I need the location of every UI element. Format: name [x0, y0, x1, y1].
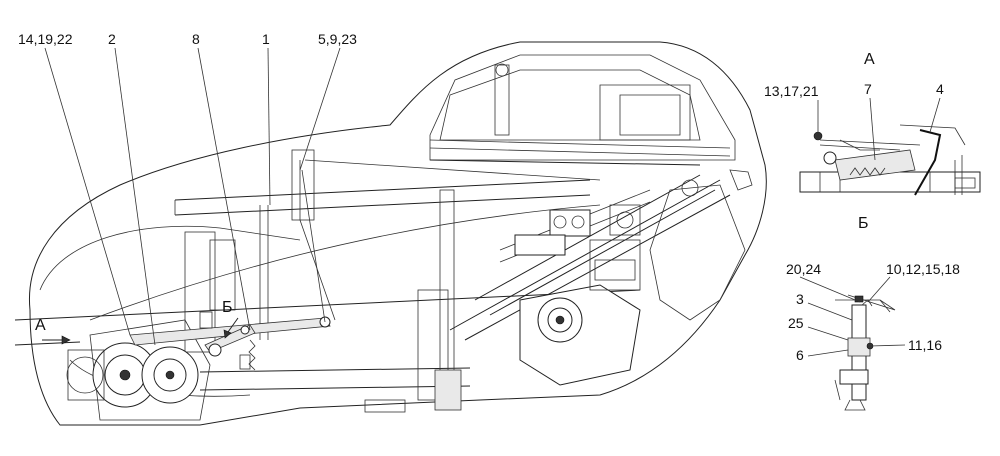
- callout-14-19-22: 14,19,22: [18, 31, 73, 47]
- detail-view-a: [799, 124, 981, 196]
- callout-5-9-23: 5,9,23: [318, 31, 357, 47]
- callout-10-12-15-18: 10,12,15,18: [886, 261, 960, 277]
- callout-4: 4: [936, 81, 944, 97]
- view-label-b-main: Б: [222, 299, 233, 316]
- callout-3: 3: [796, 291, 804, 307]
- callout-13-17-21: 13,17,21: [764, 83, 819, 99]
- detail-view-b: [834, 294, 896, 411]
- view-label-a-detail: А: [864, 51, 875, 68]
- machine-body: [14, 41, 767, 426]
- callout-7: 7: [864, 81, 872, 97]
- view-label-a-main: А: [35, 317, 46, 334]
- callout-6: 6: [796, 347, 804, 363]
- leader-lines: [42, 47, 941, 357]
- callout-25: 25: [788, 315, 804, 331]
- callout-8: 8: [192, 31, 200, 47]
- drive-pulley-assembly: [66, 319, 211, 421]
- callout-1: 1: [262, 31, 270, 47]
- callout-20-24: 20,24: [786, 261, 821, 277]
- callout-11-16: 11,16: [908, 337, 942, 353]
- callout-labels: 14,19,22 2 8 1 5,9,23 А Б А 13,17,21 7 4…: [18, 31, 960, 363]
- view-label-b-detail: Б: [858, 215, 869, 232]
- callout-2: 2: [108, 31, 116, 47]
- control-lever-linkage: [129, 169, 331, 371]
